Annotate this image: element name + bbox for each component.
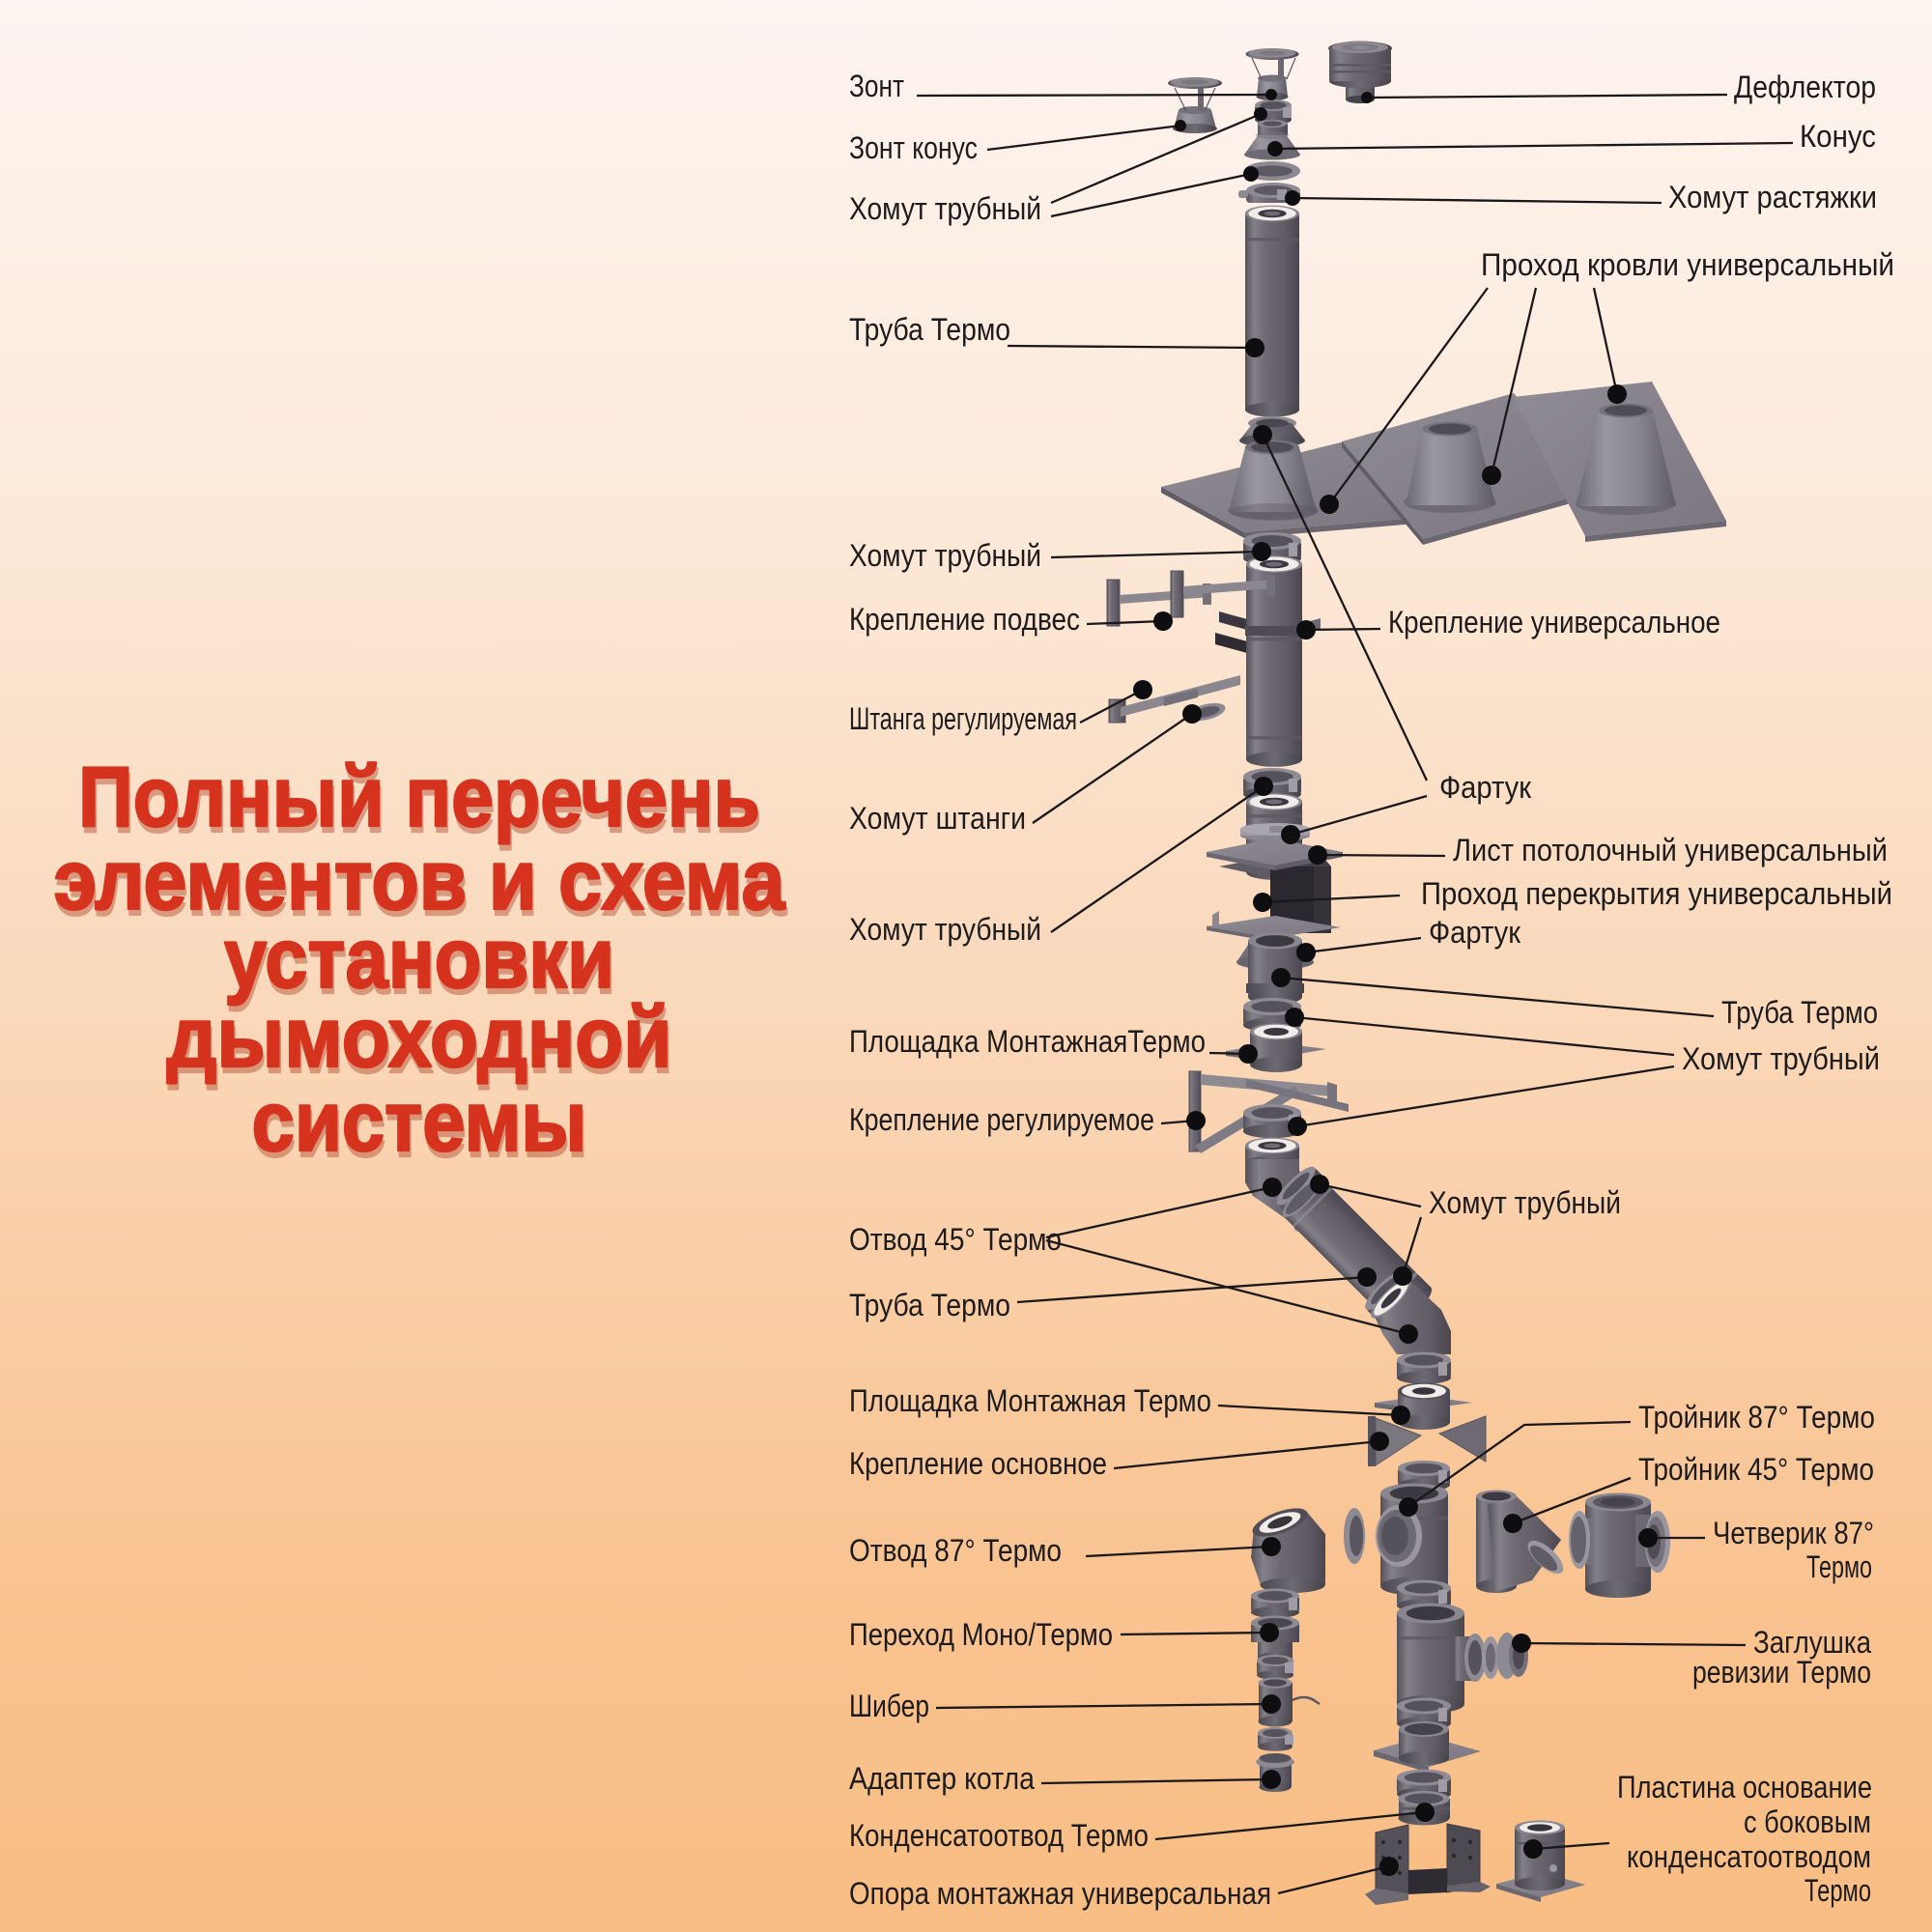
- svg-text:Крепление основное: Крепление основное: [849, 1446, 1107, 1481]
- svg-text:Термо: Термо: [1804, 1873, 1871, 1908]
- svg-text:Заглушка: Заглушка: [1753, 1625, 1871, 1660]
- svg-text:ревизии Термо: ревизии Термо: [1692, 1655, 1871, 1690]
- svg-text:Крепление подвес: Крепление подвес: [849, 602, 1080, 637]
- svg-text:элементов и схема: элементов и схема: [54, 832, 786, 927]
- svg-text:конденсатоотводом: конденсатоотводом: [1627, 1839, 1871, 1874]
- svg-text:элементов и схема: элементов и схема: [55, 838, 787, 933]
- svg-text:Переход Моно/Термо: Переход Моно/Термо: [849, 1617, 1113, 1652]
- svg-text:Фартук: Фартук: [1429, 915, 1521, 950]
- svg-text:Полный перечень: Полный перечень: [78, 749, 760, 844]
- svg-text:Зонт конус: Зонт конус: [849, 130, 978, 165]
- svg-text:дымоходной: дымоходной: [168, 995, 673, 1091]
- svg-text:Площадка Монтажная Термо: Площадка Монтажная Термо: [849, 1383, 1211, 1418]
- svg-text:Штанга регулируемая: Штанга регулируемая: [849, 701, 1077, 736]
- svg-text:Опора монтажная универсальная: Опора монтажная универсальная: [849, 1876, 1271, 1911]
- svg-text:Хомут трубный: Хомут трубный: [1429, 1185, 1621, 1220]
- svg-text:Фартук: Фартук: [1439, 770, 1532, 805]
- svg-text:Четверик 87°: Четверик 87°: [1713, 1516, 1874, 1550]
- svg-text:Хомут трубный: Хомут трубный: [849, 538, 1041, 573]
- svg-text:Полный перечень: Полный перечень: [80, 754, 762, 850]
- svg-text:Хомут трубный: Хомут трубный: [1682, 1041, 1880, 1076]
- svg-text:Конус: Конус: [1800, 119, 1876, 154]
- svg-text:установки: установки: [226, 916, 616, 1011]
- svg-text:Крепление регулируемое: Крепление регулируемое: [849, 1102, 1154, 1137]
- svg-text:Проход кровли универсальный: Проход кровли универсальный: [1481, 247, 1894, 282]
- svg-text:Площадка МонтажнаяТермо: Площадка МонтажнаяТермо: [849, 1024, 1206, 1059]
- svg-text:Труба Термо: Труба Термо: [1721, 995, 1878, 1030]
- svg-text:Тройник 87° Термо: Тройник 87° Термо: [1638, 1400, 1875, 1435]
- svg-text:Лист потолочный универсальный: Лист потолочный универсальный: [1453, 833, 1888, 867]
- svg-text:Зонт: Зонт: [849, 69, 904, 103]
- svg-text:Крепление универсальное: Крепление универсальное: [1388, 605, 1720, 639]
- svg-text:Тройник 45° Термо: Тройник 45° Термо: [1638, 1452, 1874, 1487]
- svg-text:Труба Термо: Труба Термо: [849, 312, 1010, 347]
- svg-text:дымоходной: дымоходной: [167, 989, 672, 1085]
- svg-text:Хомут трубный: Хомут трубный: [849, 191, 1041, 226]
- svg-text:системы: системы: [253, 1079, 588, 1175]
- svg-text:Адаптер котла: Адаптер котла: [849, 1761, 1035, 1796]
- svg-text:Отвод 45° Термо: Отвод 45° Термо: [849, 1222, 1062, 1257]
- svg-text:Хомут штанги: Хомут штанги: [849, 801, 1026, 836]
- svg-text:Термо: Термо: [1806, 1549, 1872, 1584]
- svg-text:Труба Термо: Труба Термо: [849, 1288, 1010, 1322]
- svg-text:системы: системы: [252, 1073, 587, 1169]
- svg-text:Конденсатоотвод Термо: Конденсатоотвод Термо: [849, 1818, 1149, 1853]
- svg-text:Хомут растяжки: Хомут растяжки: [1668, 180, 1877, 214]
- svg-text:установки: установки: [224, 910, 614, 1006]
- svg-text:Шибер: Шибер: [849, 1689, 929, 1723]
- svg-text:Дефлектор: Дефлектор: [1734, 70, 1876, 104]
- svg-text:Отвод 87° Термо: Отвод 87° Термо: [849, 1533, 1062, 1568]
- svg-text:Проход перекрытия универсальны: Проход перекрытия универсальный: [1421, 876, 1892, 911]
- svg-text:с боковым: с боковым: [1744, 1804, 1871, 1839]
- svg-text:Пластина основание: Пластина основание: [1617, 1770, 1872, 1804]
- svg-text:Хомут трубный: Хомут трубный: [849, 912, 1041, 947]
